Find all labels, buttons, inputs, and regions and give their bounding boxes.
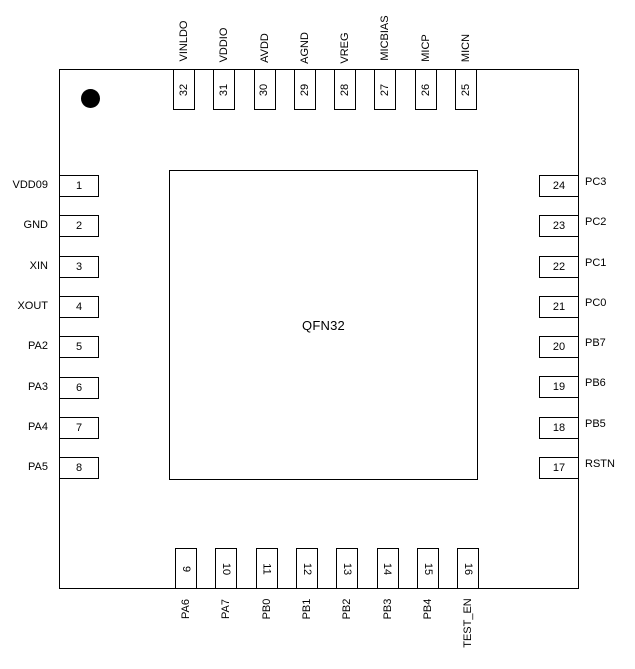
- pin-name-label: PA4: [28, 420, 48, 433]
- pin-number: 27: [379, 83, 392, 96]
- pin-name-label: RSTN: [585, 458, 615, 470]
- pin-pad: 27: [374, 69, 397, 110]
- pin-pad: 20: [539, 336, 579, 359]
- pin-name-label: PB1: [300, 598, 313, 619]
- pin-pad: 6: [59, 376, 99, 399]
- pin-pad: 19: [539, 376, 579, 399]
- pin-name-label: PB3: [381, 598, 394, 619]
- pin-number: 2: [75, 220, 83, 233]
- pin-pad: 13: [336, 548, 359, 589]
- pin1-indicator-dot: [81, 89, 100, 108]
- pin-pad: 32: [172, 69, 195, 110]
- pin-name-label: MICN: [460, 33, 472, 63]
- pin-name-label: PC0: [585, 296, 607, 309]
- pin-number: 8: [75, 462, 83, 475]
- pin-pad: 18: [539, 416, 579, 439]
- pin-number: 20: [552, 341, 566, 354]
- pin-number: 19: [552, 381, 566, 394]
- pin-pad: 10: [215, 548, 238, 589]
- pin-number: 32: [177, 83, 190, 96]
- pin-name-label: PA6: [180, 598, 192, 619]
- pin-name-label: PC3: [585, 175, 607, 188]
- pin-number: 3: [75, 260, 83, 273]
- pin-pad: 16: [457, 548, 480, 589]
- pin-number: 24: [552, 179, 566, 192]
- exposed-pad: QFN32: [169, 170, 478, 480]
- pin-name-label: PB4: [421, 598, 434, 619]
- pin-pad: 5: [59, 336, 99, 359]
- pin-number: 5: [75, 341, 83, 354]
- pin-name-label: VREG: [339, 32, 352, 64]
- pin-pad: 3: [59, 255, 99, 278]
- pin-pad: 23: [539, 215, 579, 238]
- pin-name-label: PC1: [585, 256, 607, 269]
- pin-number: 4: [75, 300, 83, 313]
- pin-name-label: VINLDO: [177, 20, 190, 62]
- pin-name-label: GND: [23, 219, 48, 232]
- pin-pad: 31: [213, 69, 236, 110]
- pin-pad: 21: [539, 295, 579, 318]
- pin-name-label: PB5: [585, 417, 606, 430]
- pin-name-label: VDDIO: [218, 27, 231, 62]
- pin-pad: 14: [376, 548, 399, 589]
- pin-pad: 15: [416, 548, 439, 589]
- pin-pad: 11: [255, 548, 278, 589]
- pin-name-label: MICBIAS: [379, 14, 392, 61]
- pin-number: 17: [552, 462, 566, 474]
- pin-name-label: TEST_EN: [462, 597, 475, 648]
- pin-number: 7: [75, 421, 83, 434]
- pin-number: 23: [552, 220, 566, 233]
- pin-name-label: PA5: [28, 461, 48, 474]
- package-label: QFN32: [302, 317, 345, 333]
- pin-name-label: PC2: [585, 216, 607, 229]
- pin-pad: 4: [59, 295, 99, 318]
- pin-name-label: AVDD: [258, 33, 271, 63]
- pin-pad: 1: [59, 175, 99, 197]
- pin-pad: 25: [455, 69, 477, 110]
- pin-number: 18: [552, 421, 566, 434]
- pin-name-label: PA2: [28, 340, 48, 353]
- pin-number: 31: [218, 83, 231, 96]
- pin-pad: 22: [539, 255, 579, 278]
- pin-pad: 8: [59, 457, 99, 480]
- pin-pad: 7: [59, 416, 99, 439]
- pin-name-label: PB7: [585, 337, 606, 350]
- pin-pad: 9: [175, 548, 197, 589]
- pin-name-label: XOUT: [17, 299, 48, 312]
- pin-name-label: PB2: [341, 598, 354, 619]
- pin-name-label: AGND: [298, 32, 311, 64]
- pin-number: 22: [552, 260, 566, 273]
- pin-pad: 2: [59, 215, 99, 238]
- pin-name-label: PA3: [28, 380, 48, 393]
- pin-number: 21: [552, 300, 566, 313]
- pin-pad: 29: [293, 69, 316, 110]
- pin-pad: 28: [334, 69, 357, 110]
- pin-pad: 12: [295, 548, 318, 589]
- pin-name-label: PB0: [260, 598, 273, 619]
- pin-number: 16: [462, 562, 475, 575]
- pin-name-label: PA7: [220, 598, 233, 619]
- pin-pad: 24: [539, 174, 579, 197]
- pin-name-label: PB6: [585, 377, 606, 390]
- pin-pad: 26: [414, 69, 437, 110]
- pin-number: 1: [75, 180, 83, 192]
- pin-name-label: MICP: [419, 34, 432, 62]
- pin-number: 6: [75, 381, 83, 394]
- pin-name-label: XIN: [29, 259, 48, 272]
- pin-name-label: VDD09: [12, 179, 48, 191]
- pin-pad: 17: [539, 457, 579, 479]
- chip-package-outline: [59, 69, 579, 589]
- pin-pad: 30: [253, 69, 276, 110]
